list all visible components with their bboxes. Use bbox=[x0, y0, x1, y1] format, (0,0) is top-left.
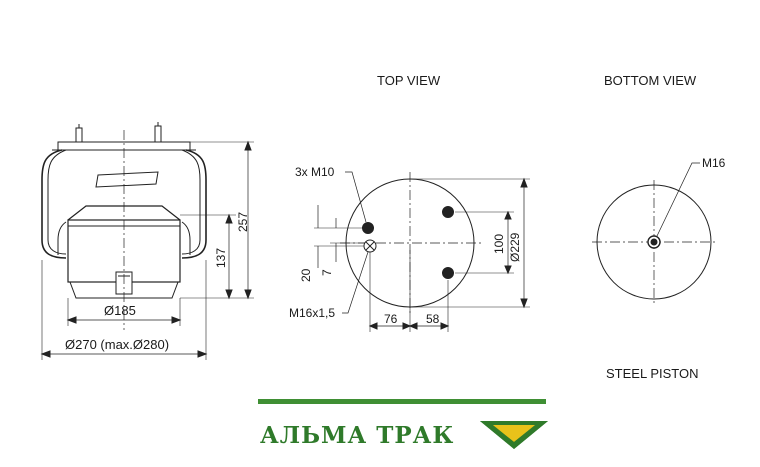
label-m16: M16 bbox=[702, 156, 726, 170]
steel-piston-label: STEEL PISTON bbox=[606, 366, 699, 381]
dim-20: 20 bbox=[299, 268, 313, 282]
bottom-view-title: BOTTOM VIEW bbox=[604, 73, 697, 88]
dim-diameter-270: Ø270 (max.Ø280) bbox=[65, 337, 170, 352]
dim-height-137: 137 bbox=[214, 247, 228, 268]
label-3x-m10: 3x M10 bbox=[295, 165, 335, 179]
dim-height-257: 257 bbox=[236, 211, 250, 232]
dim-58: 58 bbox=[426, 312, 440, 326]
dim-76: 76 bbox=[384, 312, 398, 326]
brand-bar bbox=[258, 399, 546, 404]
dim-diameter-185: Ø185 bbox=[104, 303, 136, 318]
dim-7: 7 bbox=[320, 269, 334, 276]
label-m16x1-5: M16x1,5 bbox=[289, 306, 336, 320]
dim-100: 100 bbox=[492, 233, 506, 254]
dim-diameter-229: Ø229 bbox=[508, 232, 522, 262]
brand-name: АЛЬМА ТРАК bbox=[260, 422, 455, 449]
bottom-view bbox=[592, 162, 716, 304]
brand-logo-mark bbox=[480, 421, 548, 449]
side-view bbox=[40, 122, 254, 360]
top-view bbox=[314, 171, 530, 332]
top-view-title: TOP VIEW bbox=[377, 73, 441, 88]
